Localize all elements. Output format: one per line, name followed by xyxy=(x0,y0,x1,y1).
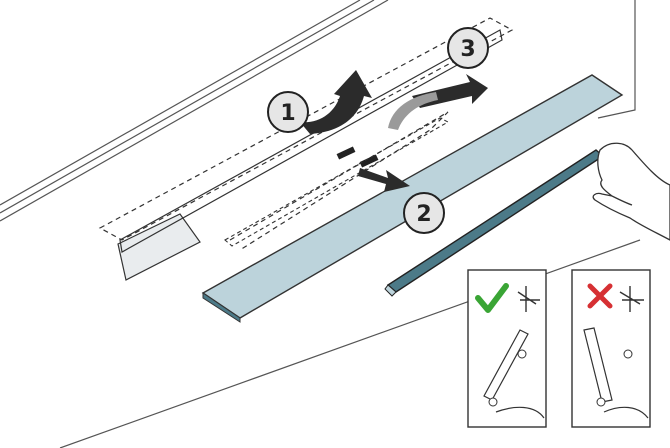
correct-panel xyxy=(467,269,547,428)
tilted-glass-correct xyxy=(483,329,529,401)
slot-dashes xyxy=(336,146,379,168)
hand xyxy=(592,142,670,241)
step-1: 1 xyxy=(267,91,309,133)
check-mark-icon xyxy=(475,283,509,313)
pull-arrow-3 xyxy=(388,74,488,130)
screw-icon-2 xyxy=(619,286,644,312)
step-2-number: 2 xyxy=(416,202,431,227)
old-shelf-dashed xyxy=(98,17,514,251)
screw-icon xyxy=(517,286,540,312)
step-3-number: 3 xyxy=(460,37,475,62)
old-glass-dashed xyxy=(224,117,450,247)
lift-arrow xyxy=(300,70,372,134)
incorrect-panel xyxy=(571,269,651,428)
tilted-glass-incorrect xyxy=(583,327,613,403)
push-arrow-2 xyxy=(358,168,410,192)
wall-bracket xyxy=(117,29,503,281)
step-1-number: 1 xyxy=(280,101,295,126)
step-3: 3 xyxy=(447,27,489,69)
cross-mark-icon xyxy=(587,283,613,309)
step-2: 2 xyxy=(403,192,445,234)
